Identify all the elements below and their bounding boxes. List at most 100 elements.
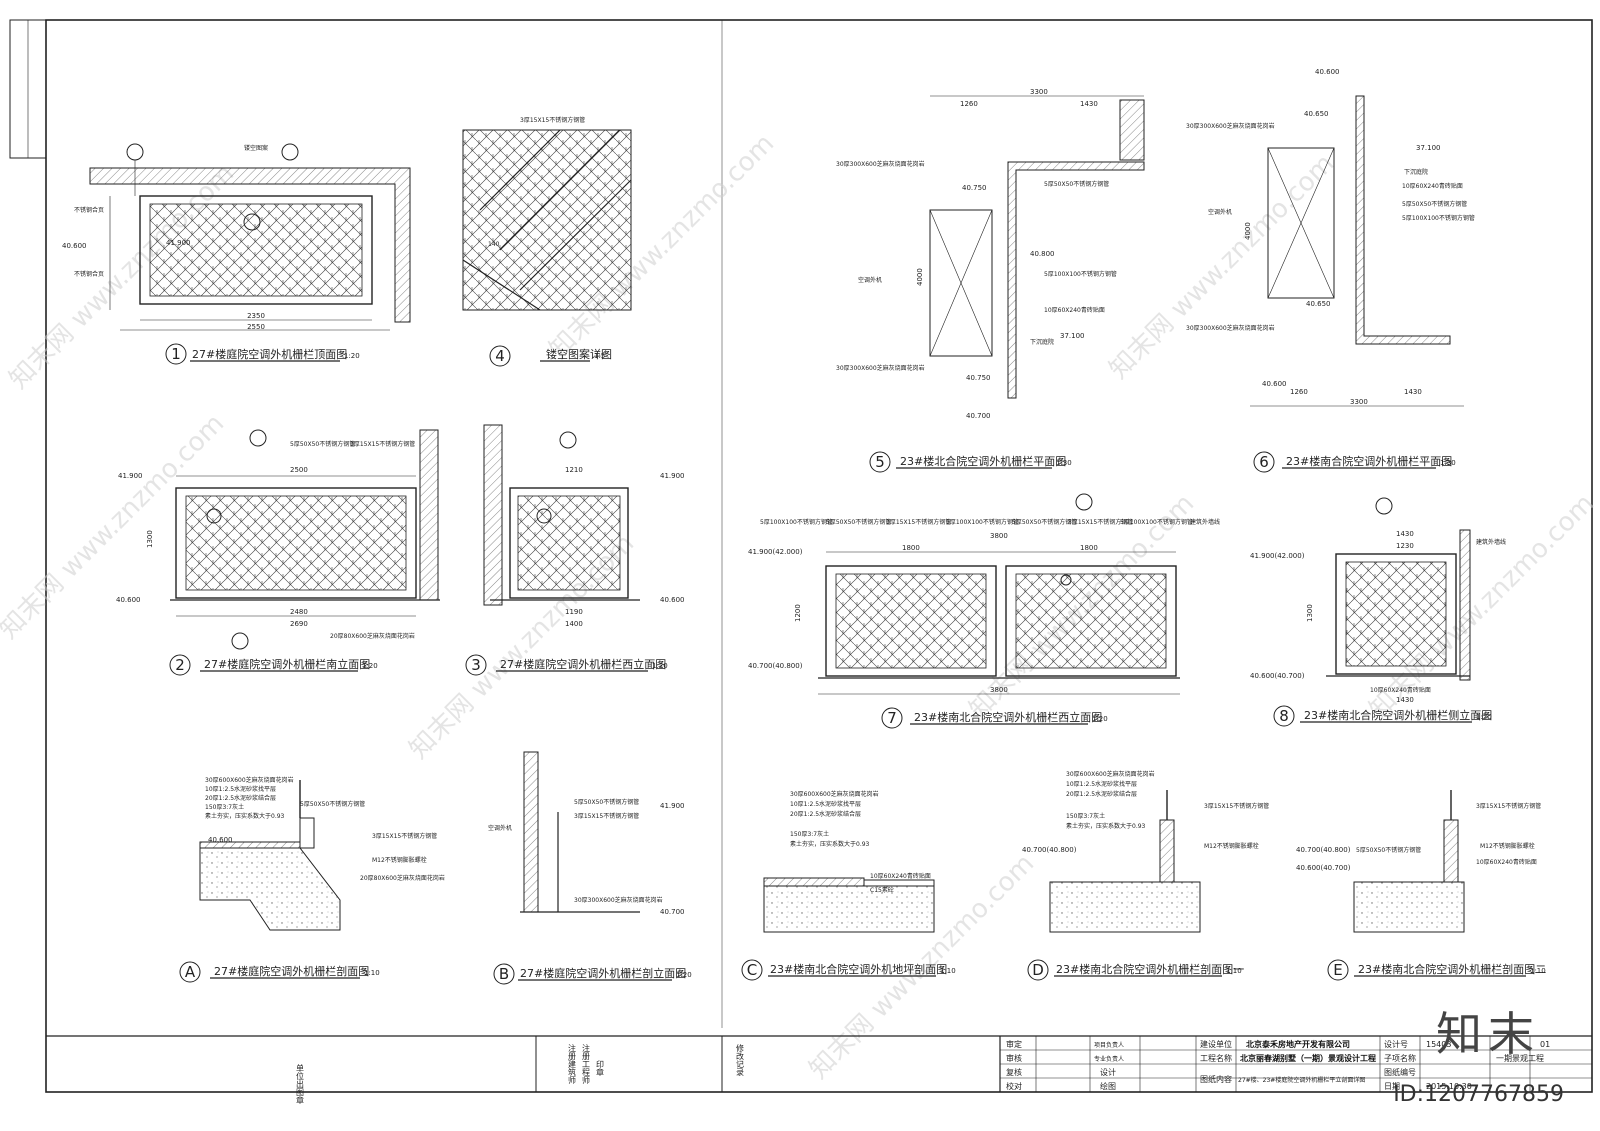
level-label: 41.900	[660, 802, 685, 810]
svg-text:3: 3	[471, 656, 481, 674]
title-block: 单位出图章 注册工程师 注册建筑师 印章 修改记录 审定 审核 复核 校对 项目…	[46, 1035, 1592, 1104]
svg-text:1: 1	[171, 345, 181, 363]
drawing-title-3: 3 27#楼庭院空调外机栅栏西立面图 1:20	[465, 654, 668, 676]
dim-label: 1400	[565, 620, 583, 628]
svg-text:校对: 校对	[1006, 1081, 1022, 1091]
note-label: 150厚3:7灰土	[1066, 812, 1105, 820]
level-label: 40.600(40.700)	[1250, 672, 1305, 680]
level-label: 40.700(40.800)	[1022, 846, 1077, 854]
drawing-title: 23#楼南北合院空调外机栅栏侧立面图	[1304, 708, 1492, 722]
note-label: 空调外机	[858, 276, 882, 284]
note-label: 空调外机	[1208, 208, 1232, 216]
note-label: 5厚50X50不锈钢方钢管	[1356, 846, 1421, 854]
note-label: 150厚3:7灰土	[205, 803, 244, 811]
drawing-scale: 1:20	[676, 971, 692, 979]
note-label: 不锈钢合页	[74, 270, 104, 278]
dim-label: 1800	[1080, 544, 1098, 552]
note-label: 5厚50X50不锈钢方钢管	[826, 518, 891, 526]
drawing-title-B: B 27#楼庭院空调外机栅栏剖立面图 1:20	[493, 963, 692, 985]
note-label: 10厚1:2.5水泥砂浆找平层	[790, 800, 861, 808]
dim-label: 3300	[1350, 398, 1368, 406]
note-label: 10厚60X240青砖贴面	[1476, 858, 1537, 866]
note-label: C15素砼	[870, 886, 894, 894]
note-label: 建筑外墙线	[1476, 538, 1506, 546]
drawing-C-section: 30厚600X600芝麻灰烧面花岗岩 10厚1:2.5水泥砂浆找平层 20厚1:…	[763, 790, 935, 933]
level-label: 41.900(42.000)	[748, 548, 803, 556]
note-label: 30厚300X600芝麻灰烧面花岗岩	[574, 896, 663, 904]
level-label: 40.600	[1315, 68, 1340, 76]
drawing-title: 23#楼北合院空调外机栅栏平面图	[900, 454, 1066, 468]
reg-architect-label: 注册建筑师	[568, 1043, 577, 1085]
svg-text:6: 6	[1259, 453, 1269, 471]
svg-text:C: C	[747, 961, 757, 979]
note-label: 3厚15X15不锈钢方钢管	[886, 518, 951, 526]
drawing-scale: 1:10	[1226, 967, 1242, 975]
drawing-scale: 1:20	[652, 662, 668, 670]
drawing-scale: 1:20	[1092, 715, 1108, 723]
drawing-title-A: A 27#楼庭院空调外机栅栏剖面图 1:10	[179, 961, 380, 983]
reg-engineer-label: 注册工程师	[582, 1043, 591, 1085]
note-label: 10厚1:2.5水泥砂浆找平层	[205, 785, 276, 793]
dim-label: 3300	[1030, 88, 1048, 96]
dim-label: 3800	[990, 686, 1008, 694]
drawing-title: 27#楼庭院空调外机栅栏顶面图	[192, 347, 347, 361]
level-label: 40.700	[660, 908, 685, 916]
drawing-E-section: 3厚15X15不锈钢方钢管 M12不锈钢膨胀螺栓 10厚60X240青砖贴面 5…	[1296, 790, 1541, 933]
drawing-date: 2015.10.30	[1426, 1082, 1472, 1091]
svg-text:B: B	[499, 965, 509, 983]
dim-label: 4000	[916, 268, 924, 286]
client-name: 北京泰禾房地产开发有限公司	[1246, 1039, 1350, 1049]
note-label: 20厚80X600芝麻灰烧面花岗岩	[330, 632, 415, 640]
note-label: 150厚3:7灰土	[790, 830, 829, 838]
note-label: 素土夯实，压实系数大于0.93	[205, 812, 285, 820]
drawing-title-2: 2 27#楼庭院空调外机栅栏南立面图 1:20	[169, 654, 378, 676]
drawing-title: 27#楼庭院空调外机栅栏剖面图	[214, 964, 369, 978]
note-label: 30厚300X600芝麻灰烧面花岗岩	[836, 160, 925, 168]
drawing-title-D: D 23#楼南北合院空调外机栅栏剖面图一 1:10	[1027, 959, 1244, 981]
drawing-title: 27#楼庭院空调外机栅栏南立面图	[204, 657, 370, 671]
note-label: 空调外机	[488, 824, 512, 832]
level-label: 37.100	[1416, 144, 1441, 152]
note-label: 10厚60X240青砖贴面	[1370, 686, 1431, 694]
dim-label: 1260	[1290, 388, 1308, 396]
note-label: 30厚300X600芝麻灰烧面花岗岩	[1186, 324, 1275, 332]
drawing-3-elevation: 1210 1190 1400 41.900 40.600	[483, 424, 685, 628]
note-label: 3厚15X15不锈钢方钢管	[1476, 802, 1541, 810]
drawing-scale: 1:10	[1530, 967, 1546, 975]
drawing-title: 27#楼庭院空调外机栅栏剖立面图	[520, 966, 686, 980]
dim-label: 1190	[565, 608, 583, 616]
note-label: 3厚15X15不锈钢方钢管	[350, 440, 415, 448]
drawing-D-section: 30厚600X600芝麻灰烧面花岗岩 10厚1:2.5水泥砂浆找平层 20厚1:…	[1022, 770, 1269, 933]
unit-seal-label: 单位出图章	[296, 1063, 305, 1104]
drawing-1-plan: 2350 2550 40.600 不锈钢合页 不锈钢合页 镂空图案 41.900	[62, 143, 411, 331]
dim-label: 1800	[902, 544, 920, 552]
level-label: 41.900(42.000)	[1250, 552, 1305, 560]
note-label: 3厚15X15不锈钢方钢管	[574, 812, 639, 820]
drawing-5-plan: 3300 1260 1430 40.750 40.800 37.100 40.7…	[836, 88, 1145, 420]
svg-text:D: D	[1032, 961, 1044, 979]
dim-label: 1430	[1396, 696, 1414, 704]
level-label: 40.600	[116, 596, 141, 604]
note-label: 10厚1:2.5水泥砂浆找平层	[1066, 780, 1137, 788]
note-label: 素土夯实，压实系数大于0.93	[1066, 822, 1146, 830]
svg-text:子项名称: 子项名称	[1384, 1053, 1416, 1063]
design-no: 15403	[1426, 1040, 1451, 1049]
dim-label: 4000	[1244, 222, 1252, 240]
dim-label: 1430	[1404, 388, 1422, 396]
dim-label: 2350	[247, 312, 265, 320]
svg-text:审核: 审核	[1006, 1053, 1022, 1063]
drawing-scale: 1:5	[594, 352, 605, 360]
svg-text:工程名称: 工程名称	[1200, 1053, 1232, 1063]
svg-text:图纸编号: 图纸编号	[1384, 1067, 1416, 1077]
drawing-scale: 1:20	[362, 662, 378, 670]
note-label: 20厚1:2.5水泥砂浆结合层	[205, 794, 276, 802]
level-label: 41.900	[118, 472, 143, 480]
note-label: 3厚15X15不锈钢方钢管	[1068, 518, 1133, 526]
svg-text:专业负责人: 专业负责人	[1094, 1055, 1124, 1063]
level-label: 40.600	[62, 242, 87, 250]
drawing-scale: 1:20	[344, 352, 360, 360]
note-label: 5厚50X50不锈钢方钢管	[300, 800, 365, 808]
drawing-title: 23#楼南北合院空调外机栅栏西立面图	[914, 710, 1102, 724]
drawing-title-8: 8 23#楼南北合院空调外机栅栏侧立面图 1:20	[1273, 705, 1492, 727]
